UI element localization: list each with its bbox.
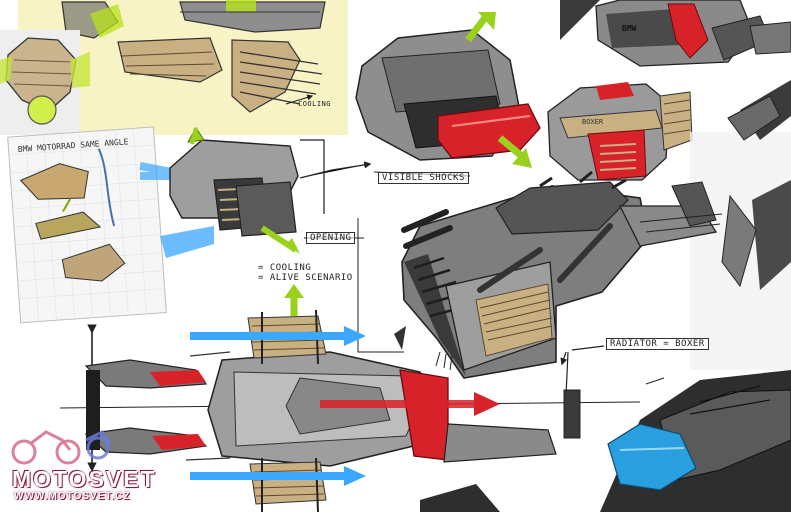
bottom-right-sketch bbox=[600, 370, 791, 512]
watermark-name: MOTOSVET bbox=[12, 466, 157, 492]
central-cooling-module bbox=[139, 127, 372, 258]
radiator-boxer-label: RADIATOR = BOXER bbox=[606, 338, 709, 350]
main-engine-sketch bbox=[357, 170, 723, 379]
boxer-tag: BOXER bbox=[582, 118, 604, 126]
red-cap-module bbox=[355, 11, 541, 168]
grid-sketch-card bbox=[7, 126, 167, 324]
motorbike-logo-icon bbox=[11, 430, 112, 465]
cooling-label: COOLING bbox=[298, 100, 332, 108]
bottom-shadow-shape bbox=[420, 484, 500, 512]
radiator-pointer-line bbox=[562, 345, 605, 397]
right-frame-sketch bbox=[690, 80, 791, 370]
legend-alive-label: = ALIVE SCENARIO bbox=[258, 273, 353, 283]
visible-shocks-label: VISIBLE SHOCKS bbox=[378, 172, 469, 184]
opening-label: OPENING bbox=[306, 232, 356, 244]
watermark-url: WWW.MOTOSVET.CZ bbox=[14, 491, 131, 502]
bmw-top-module bbox=[560, 0, 791, 67]
bmw-tag: BMW bbox=[622, 24, 637, 33]
legend-cooling-label: = COOLING bbox=[258, 263, 312, 273]
boxer-module bbox=[547, 82, 693, 181]
top-down-layout bbox=[59, 284, 641, 512]
left-sketch-sheet bbox=[0, 30, 90, 135]
